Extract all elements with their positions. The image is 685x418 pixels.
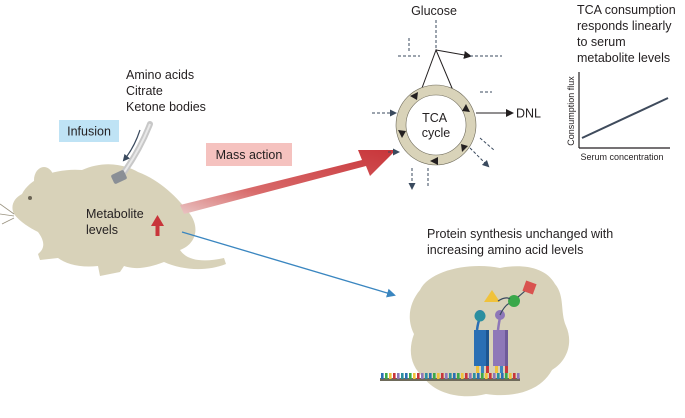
codon-tick bbox=[385, 373, 388, 379]
glucose-label: Glucose bbox=[411, 4, 457, 18]
codon-tick bbox=[481, 373, 484, 379]
codon-tick bbox=[409, 373, 412, 379]
codon-tick bbox=[517, 373, 520, 379]
codon-tick bbox=[509, 373, 512, 379]
codon-tick bbox=[389, 373, 392, 379]
graph-caption: TCA consumption responds linearly to ser… bbox=[577, 3, 679, 65]
tca-cycle: Glucose TCA cycle bbox=[372, 4, 541, 190]
mouse-whiskers bbox=[0, 203, 15, 225]
dnl-label: DNL bbox=[516, 107, 541, 121]
codon-tick bbox=[421, 373, 424, 379]
codon-tick bbox=[397, 373, 400, 379]
mouse-ear bbox=[34, 167, 54, 193]
cell-illustration bbox=[380, 266, 570, 397]
mrna-strand bbox=[380, 373, 520, 381]
codon-tick bbox=[433, 373, 436, 379]
codon-tick bbox=[477, 373, 480, 379]
tca-ring bbox=[396, 85, 476, 165]
graph-x-label: Serum concentration bbox=[580, 152, 663, 162]
graph-y-label: Consumption flux bbox=[566, 76, 576, 146]
codon-tick bbox=[381, 373, 384, 379]
codon-tick bbox=[417, 373, 420, 379]
mouse-illustration: Metabolite levels bbox=[0, 121, 226, 276]
codon-tick bbox=[445, 373, 448, 379]
mouse-body bbox=[12, 164, 226, 276]
codon-tick bbox=[449, 373, 452, 379]
codon-tick bbox=[513, 373, 516, 379]
codon-tick bbox=[465, 373, 468, 379]
graph-linear-trend bbox=[581, 97, 669, 139]
mass-action-label: Mass action bbox=[216, 148, 283, 162]
mass-action-box bbox=[206, 143, 292, 166]
codon-tick bbox=[401, 373, 404, 379]
codon-tick bbox=[413, 373, 416, 379]
protein-synthesis-arrow bbox=[181, 231, 396, 298]
codon-tick bbox=[405, 373, 408, 379]
codon-tick bbox=[485, 373, 488, 379]
codon-tick bbox=[493, 373, 496, 379]
infused-substrates: Amino acids Citrate Ketone bodies bbox=[126, 68, 206, 114]
codon-tick bbox=[473, 373, 476, 379]
catheter-port bbox=[111, 170, 127, 184]
amino-acid-teal bbox=[474, 310, 486, 322]
infusion-label: Infusion bbox=[67, 125, 111, 139]
amino-acid-green bbox=[508, 295, 520, 307]
codon-tick bbox=[469, 373, 472, 379]
codon-tick bbox=[437, 373, 440, 379]
codon-tick bbox=[453, 373, 456, 379]
amino-acid-red bbox=[522, 280, 537, 295]
codon-tick bbox=[505, 373, 508, 379]
mouse-label: Metabolite levels bbox=[86, 207, 147, 237]
codon-tick bbox=[501, 373, 504, 379]
codon-tick bbox=[393, 373, 396, 379]
codon-tick bbox=[489, 373, 492, 379]
infusion-box bbox=[59, 120, 119, 142]
infusion-arrow bbox=[122, 129, 141, 162]
mouse-eye bbox=[28, 196, 32, 200]
increase-arrow-icon bbox=[151, 215, 164, 236]
mass-action-arrow bbox=[180, 150, 396, 214]
codon-tick bbox=[461, 373, 464, 379]
codon-tick bbox=[441, 373, 444, 379]
linear-response-graph: TCA consumption responds linearly to ser… bbox=[566, 3, 679, 162]
codon-tick bbox=[429, 373, 432, 379]
trna-purple bbox=[493, 310, 508, 366]
codon-tick bbox=[457, 373, 460, 379]
codon-tick bbox=[425, 373, 428, 379]
tca-cycle-label: TCA cycle bbox=[422, 111, 451, 140]
protein-caption: Protein synthesis unchanged with increas… bbox=[427, 227, 617, 257]
codon-tick bbox=[497, 373, 500, 379]
cell-blob bbox=[409, 266, 570, 397]
amino-acid-yellow bbox=[484, 290, 500, 302]
